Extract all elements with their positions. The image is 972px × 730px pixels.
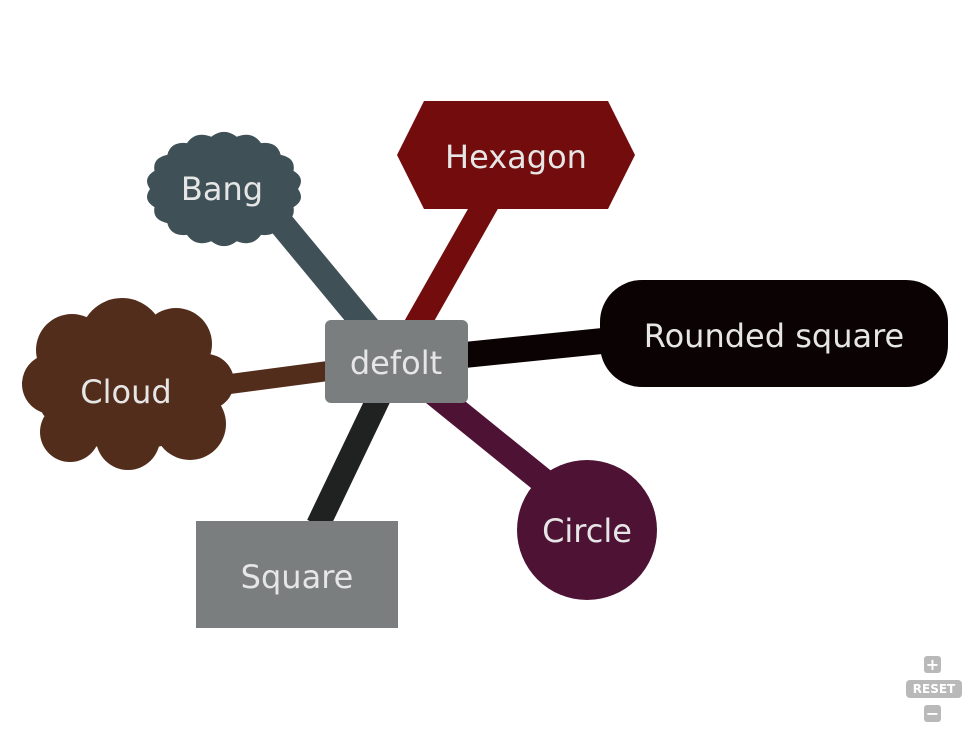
node-square-shape xyxy=(196,521,398,628)
zoom-in-button[interactable]: + xyxy=(924,656,941,673)
node-hexagon-shape xyxy=(397,101,635,209)
node-circle-shape xyxy=(517,460,657,600)
node-rounded-square-label: Rounded square xyxy=(644,317,904,355)
node-hexagon[interactable]: Hexagon xyxy=(397,101,635,209)
node-root-shape xyxy=(325,320,468,403)
node-bang-shape xyxy=(147,131,301,247)
plus-icon: + xyxy=(925,655,940,674)
zoom-controls: + RESET − xyxy=(906,656,962,724)
node-root-label: defolt xyxy=(350,344,442,382)
node-bang-label: Bang xyxy=(181,170,263,208)
node-cloud[interactable]: Cloud xyxy=(22,298,234,470)
node-root[interactable]: defolt xyxy=(325,320,468,403)
reset-button[interactable]: RESET xyxy=(906,680,962,698)
node-bang[interactable]: Bang xyxy=(147,131,301,247)
node-rounded-square-shape xyxy=(600,280,948,387)
minus-icon: − xyxy=(925,704,940,723)
node-rounded-square[interactable]: Rounded square xyxy=(600,280,948,387)
node-hexagon-label: Hexagon xyxy=(445,138,587,176)
node-square-label: Square xyxy=(241,558,354,596)
node-circle[interactable]: Circle xyxy=(517,460,657,600)
node-cloud-shape xyxy=(22,298,234,470)
node-cloud-label: Cloud xyxy=(80,373,171,411)
node-circle-label: Circle xyxy=(542,512,632,550)
zoom-out-button[interactable]: − xyxy=(924,705,941,722)
node-square[interactable]: Square xyxy=(196,521,398,628)
